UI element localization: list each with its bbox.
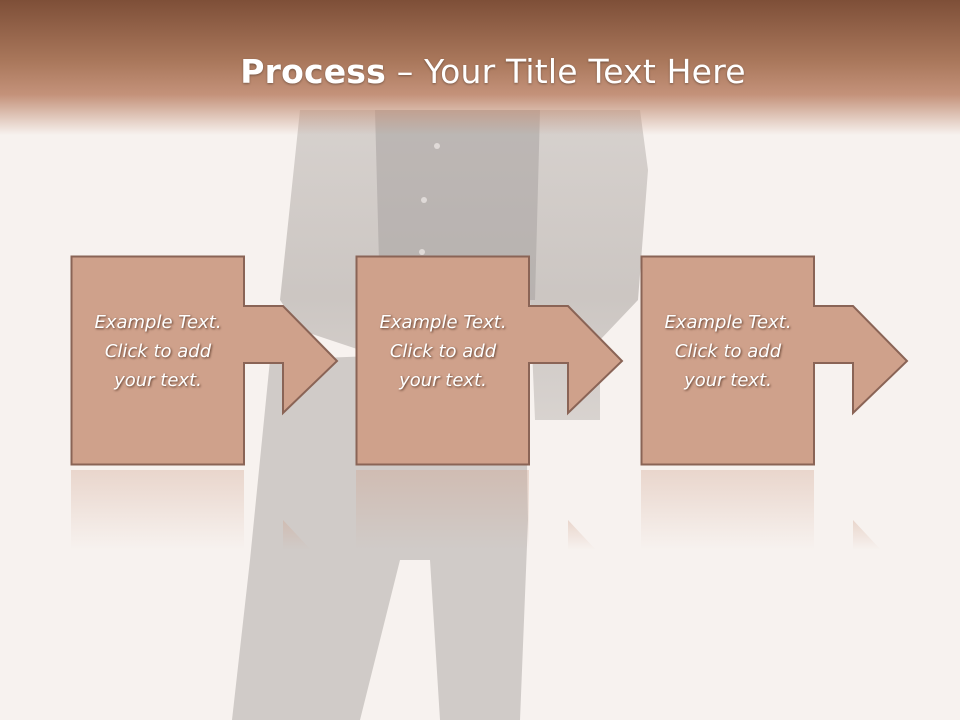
- title-bold-part: Process: [240, 52, 386, 91]
- title-bar: [0, 0, 960, 135]
- process-step-2[interactable]: Example Text. Click to add your text.: [355, 255, 626, 550]
- process-step-1[interactable]: Example Text. Click to add your text.: [70, 255, 341, 550]
- step-arrow-shape: [70, 255, 339, 466]
- step-text-line-1: Example Text.: [664, 312, 792, 333]
- step-text[interactable]: Example Text. Click to add your text.: [73, 308, 243, 395]
- step-text[interactable]: Example Text. Click to add your text.: [358, 308, 528, 395]
- step-text[interactable]: Example Text. Click to add your text.: [643, 308, 813, 395]
- title-rest-part: Your Title Text Here: [424, 52, 746, 91]
- step-text-line-1: Example Text.: [379, 312, 507, 333]
- step-reflection: [641, 470, 881, 550]
- step-arrow-shape: [640, 255, 909, 466]
- step-text-line-2: Click to add: [104, 341, 212, 362]
- process-step-3[interactable]: Example Text. Click to add your text.: [640, 255, 911, 550]
- step-text-line-3: your text.: [684, 370, 772, 391]
- step-text-line-1: Example Text.: [94, 312, 222, 333]
- step-text-line-2: Click to add: [674, 341, 782, 362]
- step-text-line-3: your text.: [114, 370, 202, 391]
- step-text-line-3: your text.: [399, 370, 487, 391]
- step-reflection: [356, 470, 596, 550]
- step-text-line-2: Click to add: [389, 341, 497, 362]
- slide-title[interactable]: Process – Your Title Text Here: [0, 52, 960, 91]
- step-arrow-shape: [355, 255, 624, 466]
- step-reflection: [71, 470, 311, 550]
- title-separator: –: [386, 52, 425, 91]
